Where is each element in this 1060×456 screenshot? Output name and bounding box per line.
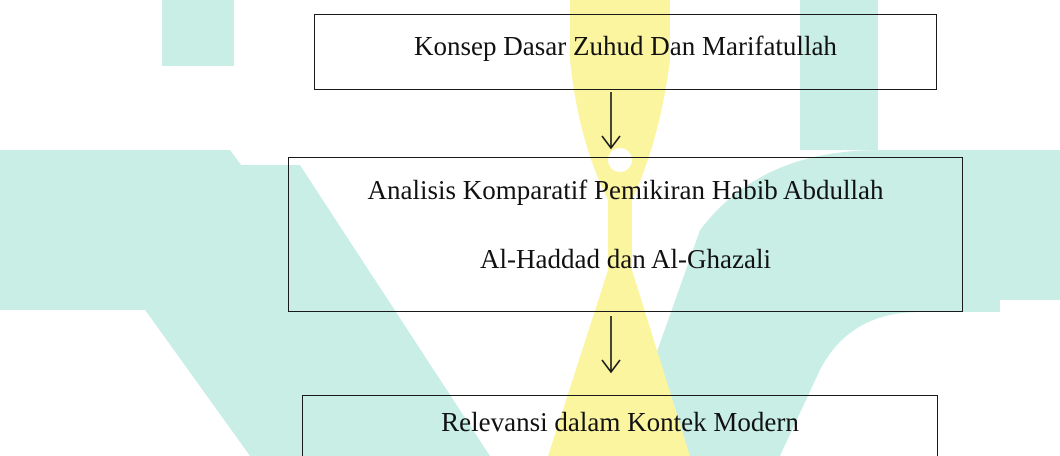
watermark-left-pillar <box>162 0 234 66</box>
watermark-right-mid-arch <box>700 260 1000 456</box>
watermark-right-pillar <box>800 0 878 150</box>
watermark-pen-nib <box>548 0 690 456</box>
flow-node-relevance: Relevansi dalam Kontek Modern <box>302 395 938 456</box>
flow-node-analysis: Analisis Komparatif Pemikiran Habib Abdu… <box>288 157 963 312</box>
watermark-nib-shape <box>548 0 690 456</box>
watermark-left-outer-band <box>30 150 330 456</box>
flow-node-label: Al-Haddad dan Al-Ghazali <box>480 244 771 274</box>
flow-node-concept: Konsep Dasar Zuhud Dan Marifatullah <box>314 14 937 90</box>
watermark-nib-hole <box>608 148 632 172</box>
flow-arrow-2 <box>601 316 621 374</box>
watermark-left-inner-band <box>238 165 490 456</box>
flow-node-label: Analisis Komparatif Pemikiran Habib Abdu… <box>367 175 884 205</box>
flow-arrow-1 <box>601 92 621 150</box>
flow-node-label: Konsep Dasar Zuhud Dan Marifatullah <box>414 31 837 61</box>
flow-node-label: Relevansi dalam Kontek Modern <box>441 407 799 437</box>
